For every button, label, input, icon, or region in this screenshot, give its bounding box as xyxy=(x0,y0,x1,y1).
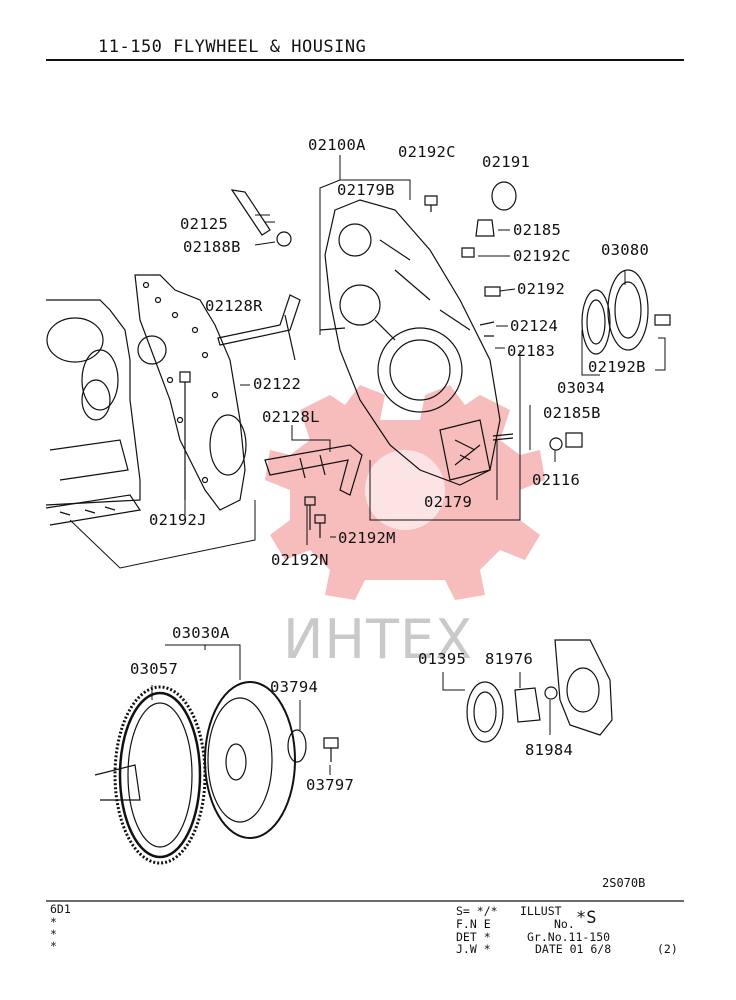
washer-81984-drawing xyxy=(544,686,558,700)
watermark-text: ИНТЕХ xyxy=(283,608,474,671)
footer-s-label: S= */* xyxy=(456,904,498,918)
oil-seal-03034-drawing xyxy=(581,289,611,355)
leader-02188B xyxy=(254,241,276,246)
bushing-81976-drawing xyxy=(514,687,541,723)
crankshaft-end-drawing xyxy=(94,764,141,801)
footer-fne: F.N E xyxy=(456,917,491,931)
cover-plate-drawing xyxy=(554,639,613,736)
flywheel-housing-drawing xyxy=(319,199,501,486)
part-label-02192J: 02192J xyxy=(149,511,207,529)
gasket-plate-drawing xyxy=(134,274,247,511)
part-label-02185: 02185 xyxy=(513,221,562,239)
part-label-03057: 03057 xyxy=(130,660,179,678)
bracket-02128R-drawing xyxy=(217,294,301,361)
part-label-81976: 81976 xyxy=(485,650,534,668)
leader-02192 xyxy=(499,288,516,292)
plug-02191-drawing xyxy=(491,181,517,211)
part-label-02128R: 02128R xyxy=(205,297,263,315)
engine-block-drawing xyxy=(45,299,142,526)
footer-gr-no: Gr.No.11-150 xyxy=(527,930,611,944)
part-label-02185B: 02185B xyxy=(543,404,601,422)
part-label-02128L: 02128L xyxy=(262,408,320,426)
part-label-02179: 02179 xyxy=(424,493,473,511)
page-title: 11-150 FLYWHEEL & HOUSING xyxy=(98,37,367,57)
part-label-03034: 03034 xyxy=(557,379,606,397)
leader-02179B xyxy=(340,179,411,200)
bearing-01395-drawing xyxy=(466,681,504,743)
part-label-03030A: 03030A xyxy=(172,624,230,642)
bolt-02192B-drawing xyxy=(654,314,671,326)
washer-02188B-drawing xyxy=(276,231,292,247)
bolt-02192C-drawing xyxy=(424,195,438,212)
leader-01395 xyxy=(442,672,465,691)
footer-star-3: * xyxy=(50,939,57,953)
illustration-code: 2S070B xyxy=(602,876,646,890)
part-label-02192C-b: 02192C xyxy=(513,247,571,265)
part-label-02192N: 02192N xyxy=(271,551,329,569)
stud-02179-drawing xyxy=(492,433,514,441)
sensor-02125-drawing xyxy=(230,189,271,236)
plug-02185B-drawing xyxy=(565,432,583,448)
header-rule xyxy=(46,59,684,61)
footer-illust-no: *S xyxy=(576,908,597,928)
footer-jw: J.W * xyxy=(456,942,491,956)
leader-engine-block xyxy=(69,500,256,569)
bolt-02192M-drawing xyxy=(304,496,316,530)
part-label-02188B: 02188B xyxy=(183,238,241,256)
part-label-02124: 02124 xyxy=(510,317,559,335)
part-label-81984: 81984 xyxy=(525,741,574,759)
footer-det: DET * xyxy=(456,930,491,944)
footer-illust-label: ILLUST xyxy=(520,904,562,918)
part-label-03080: 03080 xyxy=(601,241,650,259)
leader-02100A xyxy=(319,155,341,335)
part-label-02191: 02191 xyxy=(482,153,531,171)
footer-star-2: * xyxy=(50,927,57,941)
part-label-02192: 02192 xyxy=(517,280,566,298)
part-label-02122: 02122 xyxy=(253,375,302,393)
plate-03794-drawing xyxy=(287,729,307,763)
footer-star-1: * xyxy=(50,915,57,929)
leader-02179-frame xyxy=(369,350,521,521)
part-label-02125: 02125 xyxy=(180,215,229,233)
bolt-03797-drawing xyxy=(323,737,339,762)
part-label-02179B: 02179B xyxy=(337,181,395,199)
part-label-01395: 01395 xyxy=(418,650,467,668)
footer-page: (2) xyxy=(657,942,678,956)
flywheel-03030A-drawing xyxy=(204,681,296,839)
part-label-02192C: 02192C xyxy=(398,143,456,161)
part-label-02183: 02183 xyxy=(507,342,556,360)
footer-date: DATE 01 6/8 xyxy=(535,942,612,956)
ring-gear-03057-drawing xyxy=(118,691,202,859)
washer-02116-drawing xyxy=(549,437,563,451)
part-label-02116: 02116 xyxy=(532,471,581,489)
bolt-02192N-drawing xyxy=(314,514,326,538)
part-label-02192M: 02192M xyxy=(338,529,396,547)
retainer-03080-drawing xyxy=(607,269,649,351)
bolt-02192-drawing xyxy=(484,286,501,297)
leader-03030A xyxy=(165,644,241,680)
bolt-02192J-drawing xyxy=(179,371,191,500)
part-label-03797: 03797 xyxy=(306,776,355,794)
plug-02185-drawing xyxy=(475,219,495,237)
leader-02192B xyxy=(655,337,666,371)
footer-model: 6D1 xyxy=(50,902,71,916)
part-label-02192B: 02192B xyxy=(588,358,646,376)
footer-no-label: No. xyxy=(554,917,575,931)
leader-02128L xyxy=(291,425,331,452)
bracket-02128L-drawing xyxy=(264,444,363,496)
bolt-02192C-b-drawing xyxy=(461,247,475,258)
part-label-02100A: 02100A xyxy=(308,136,366,154)
part-label-03794: 03794 xyxy=(270,678,319,696)
fitting-02124-drawing xyxy=(479,321,495,337)
leader-03034 xyxy=(581,330,600,376)
